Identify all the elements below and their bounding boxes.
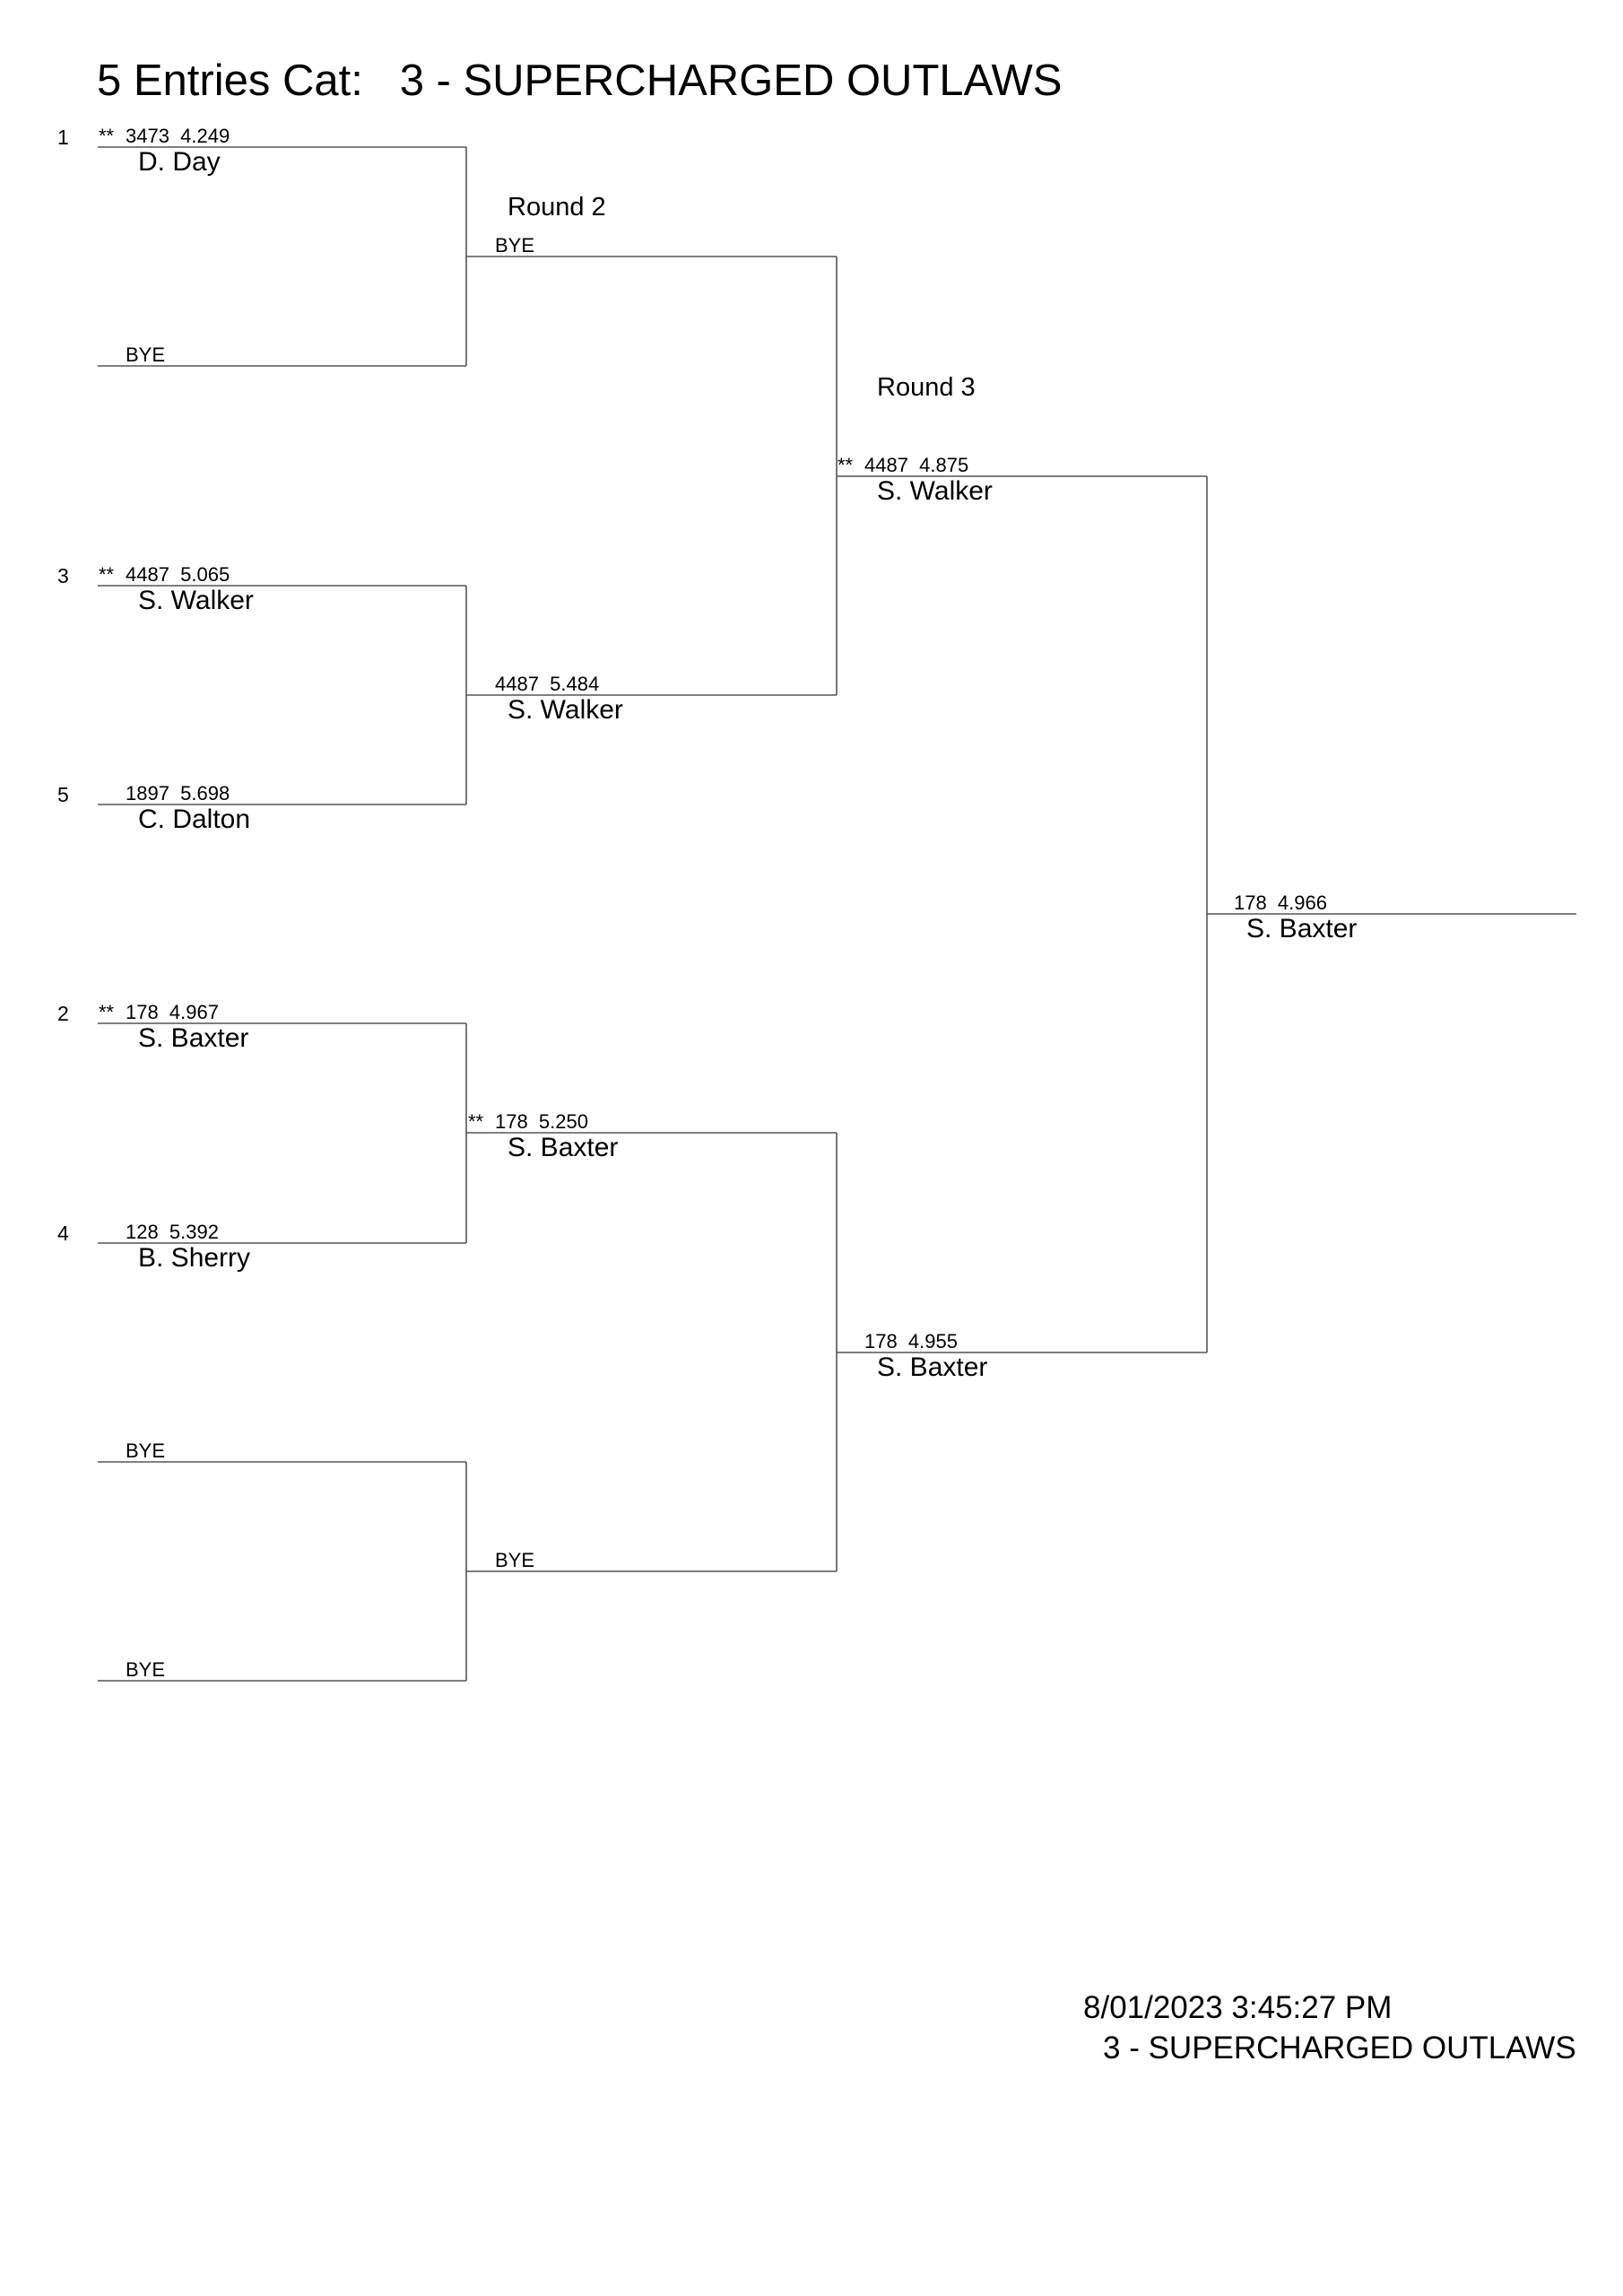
round1-entry-info: ** 4487 5.065 — [99, 563, 230, 587]
seed-number: 4 — [57, 1222, 69, 1245]
advance-marker: ** — [468, 1110, 484, 1133]
round2-entry-info: BYE — [468, 234, 534, 257]
seed-number: 1 — [57, 126, 69, 149]
footer-category: 3 - SUPERCHARGED OUTLAWS — [1103, 2031, 1576, 2066]
round1-entry-info: 128 5.392 — [99, 1221, 219, 1244]
racer-name: S. Baxter — [877, 1352, 988, 1382]
racer-name: S. Walker — [877, 476, 993, 506]
car-time: 4487 4.875 — [864, 454, 969, 476]
winner-name: S. Baxter — [1246, 914, 1358, 944]
racer-name: S. Walker — [508, 695, 623, 725]
round2-entry-info: 4487 5.484 — [468, 673, 599, 696]
car-time: 178 4.966 — [1234, 891, 1327, 914]
car-time: 178 4.955 — [864, 1330, 958, 1352]
round2-entry-info: ** 178 5.250 — [468, 1110, 588, 1134]
advance-marker: ** — [838, 454, 854, 476]
advance-marker: ** — [99, 125, 115, 147]
page-title: 5 Entries Cat: 3 - SUPERCHARGED OUTLAWS — [97, 57, 1063, 105]
advance-marker: ** — [99, 563, 115, 586]
round1-entry-info: ** 178 4.967 — [99, 1001, 219, 1024]
round1-entry-info: BYE — [99, 344, 165, 367]
winner-entry-info: 178 4.966 — [1207, 891, 1327, 915]
round-2-label: Round 2 — [508, 193, 606, 222]
round1-entry-info: 1897 5.698 — [99, 782, 230, 805]
racer-name: D. Day — [138, 147, 221, 177]
car-time: 1897 5.698 — [126, 782, 230, 804]
racer-name: S. Baxter — [138, 1023, 249, 1053]
round2-entry-info: BYE — [468, 1549, 534, 1572]
seed-number: 2 — [57, 1002, 69, 1025]
round3-entry-info: 178 4.955 — [838, 1330, 958, 1353]
car-time: 4487 5.484 — [495, 673, 600, 695]
round1-entry-info: ** 3473 4.249 — [99, 125, 230, 148]
advance-marker: ** — [99, 1001, 115, 1023]
car-time: 178 4.967 — [126, 1001, 219, 1023]
bye-label: BYE — [495, 1549, 535, 1571]
round1-entry-info: BYE — [99, 1439, 165, 1463]
racer-name: C. Dalton — [138, 804, 251, 834]
bye-label: BYE — [126, 344, 166, 366]
car-time: 3473 4.249 — [126, 125, 230, 147]
round3-entry-info: ** 4487 4.875 — [838, 454, 968, 477]
round-3-label: Round 3 — [877, 373, 976, 402]
bye-label: BYE — [126, 1439, 166, 1462]
racer-name: B. Sherry — [138, 1243, 251, 1273]
car-time: 128 5.392 — [126, 1221, 219, 1243]
bye-label: BYE — [495, 234, 535, 257]
racer-name: S. Walker — [138, 586, 254, 615]
car-time: 4487 5.065 — [126, 563, 230, 586]
bye-label: BYE — [126, 1658, 166, 1681]
round1-entry-info: BYE — [99, 1658, 165, 1682]
car-time: 178 5.250 — [495, 1110, 588, 1133]
seed-number: 5 — [57, 783, 69, 806]
seed-number: 3 — [57, 564, 69, 587]
footer-timestamp: 8/01/2023 3:45:27 PM — [1083, 1990, 1393, 2025]
racer-name: S. Baxter — [508, 1133, 619, 1162]
